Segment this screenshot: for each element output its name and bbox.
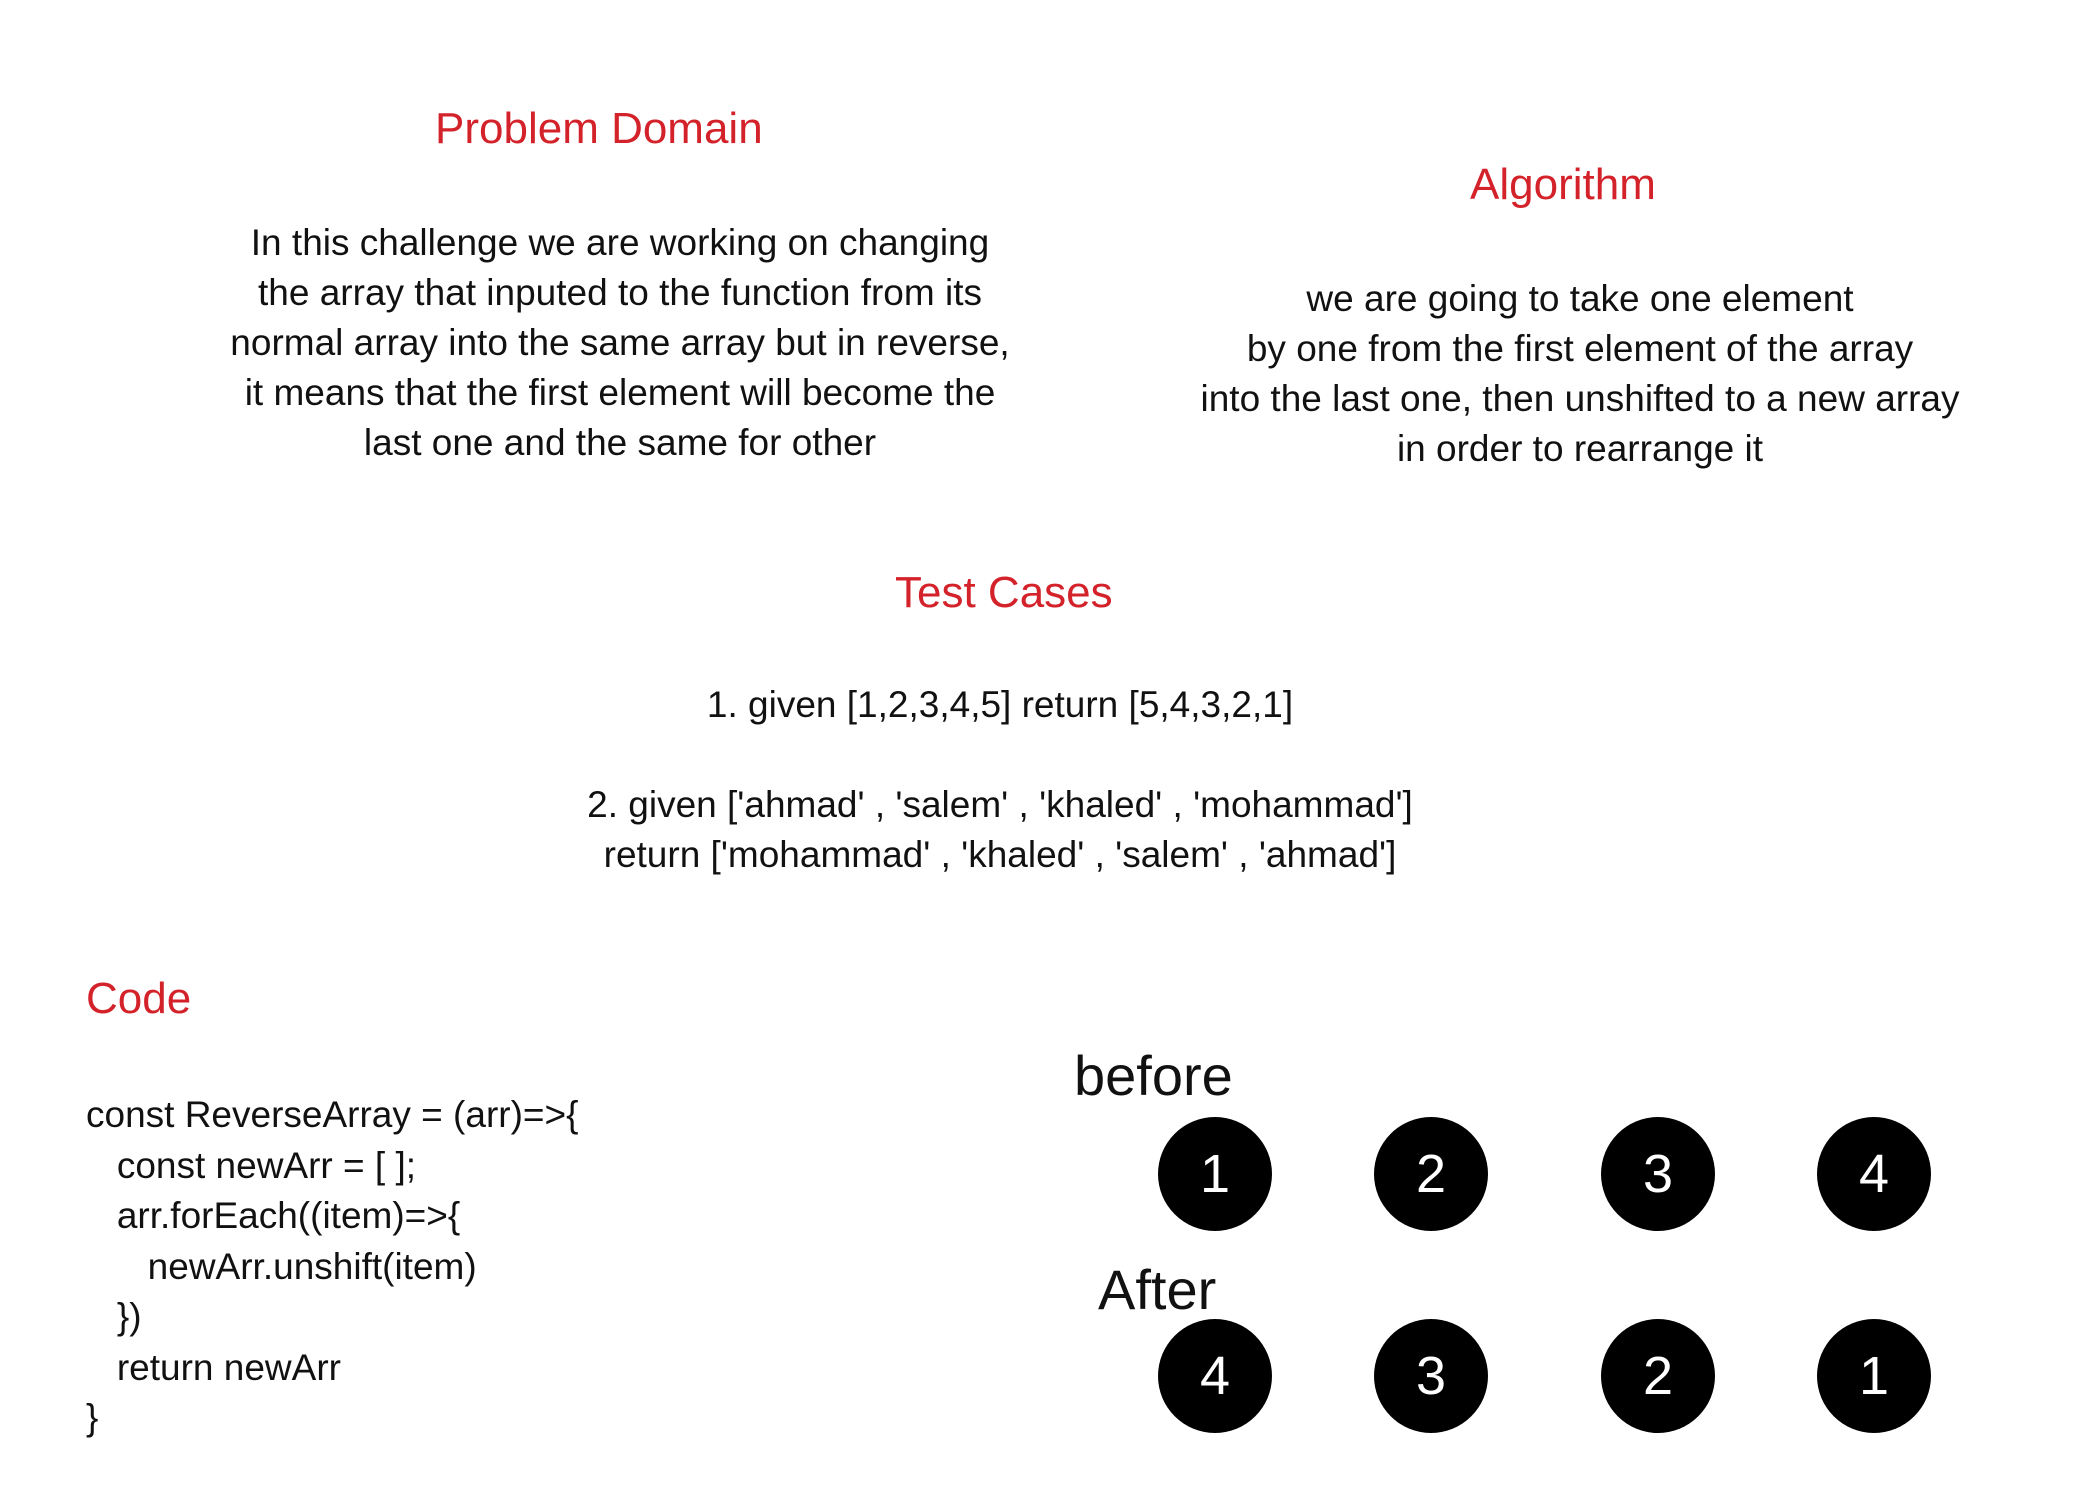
- problem-line: normal array into the same array but in …: [230, 322, 1010, 363]
- algorithm-heading: Algorithm: [1470, 160, 1656, 209]
- before-element-circle: 1: [1158, 1117, 1272, 1231]
- before-element-circle: 4: [1817, 1117, 1931, 1231]
- problem-line: it means that the first element will bec…: [244, 372, 996, 413]
- code-line: arr.forEach((item)=>{: [86, 1195, 461, 1236]
- after-element-circle: 2: [1601, 1319, 1715, 1433]
- test-case-1: 1. given [1,2,3,4,5] return [5,4,3,2,1]: [706, 684, 1294, 725]
- code-line: newArr.unshift(item): [86, 1245, 477, 1287]
- problem-line: last one and the same for other: [363, 422, 877, 463]
- code-line: }): [86, 1296, 142, 1337]
- after-label: After: [1098, 1258, 1217, 1321]
- problem-line: In this challenge we are working on chan…: [250, 222, 990, 263]
- spacer: [500, 730, 1500, 780]
- code-line: const newArr = [ ];: [86, 1144, 417, 1186]
- after-element-circle: 1: [1817, 1319, 1931, 1433]
- test-case-2-return: return ['mohammad' , 'khaled' , 'salem' …: [603, 834, 1397, 875]
- after-element-circle: 4: [1158, 1319, 1272, 1433]
- before-element-circle: 2: [1374, 1117, 1488, 1231]
- code-line: return newArr: [86, 1346, 341, 1388]
- problem-domain-heading: Problem Domain: [435, 104, 763, 153]
- test-case-2-given: 2. given ['ahmad' , 'salem' , 'khaled' ,…: [587, 784, 1413, 825]
- before-label: before: [1074, 1044, 1233, 1107]
- code-block: const ReverseArray = (arr)=>{ const newA…: [86, 1090, 579, 1444]
- algorithm-line: in order to rearrange it: [1396, 428, 1764, 469]
- test-cases-text: 1. given [1,2,3,4,5] return [5,4,3,2,1] …: [500, 680, 1500, 880]
- problem-line: the array that inputed to the function f…: [258, 272, 982, 313]
- problem-domain-text: In this challenge we are working on chan…: [160, 218, 1080, 468]
- code-heading: Code: [86, 974, 192, 1023]
- code-line: }: [86, 1397, 99, 1438]
- algorithm-text: we are going to take one element by one …: [1120, 274, 2040, 474]
- code-line: const ReverseArray = (arr)=>{: [86, 1094, 579, 1135]
- before-element-circle: 3: [1601, 1117, 1715, 1231]
- after-element-circle: 3: [1374, 1319, 1488, 1433]
- algorithm-line: we are going to take one element: [1306, 278, 1854, 319]
- algorithm-line: into the last one, then unshifted to a n…: [1200, 378, 1960, 419]
- algorithm-line: by one from the first element of the arr…: [1246, 328, 1914, 369]
- test-cases-heading: Test Cases: [895, 568, 1113, 617]
